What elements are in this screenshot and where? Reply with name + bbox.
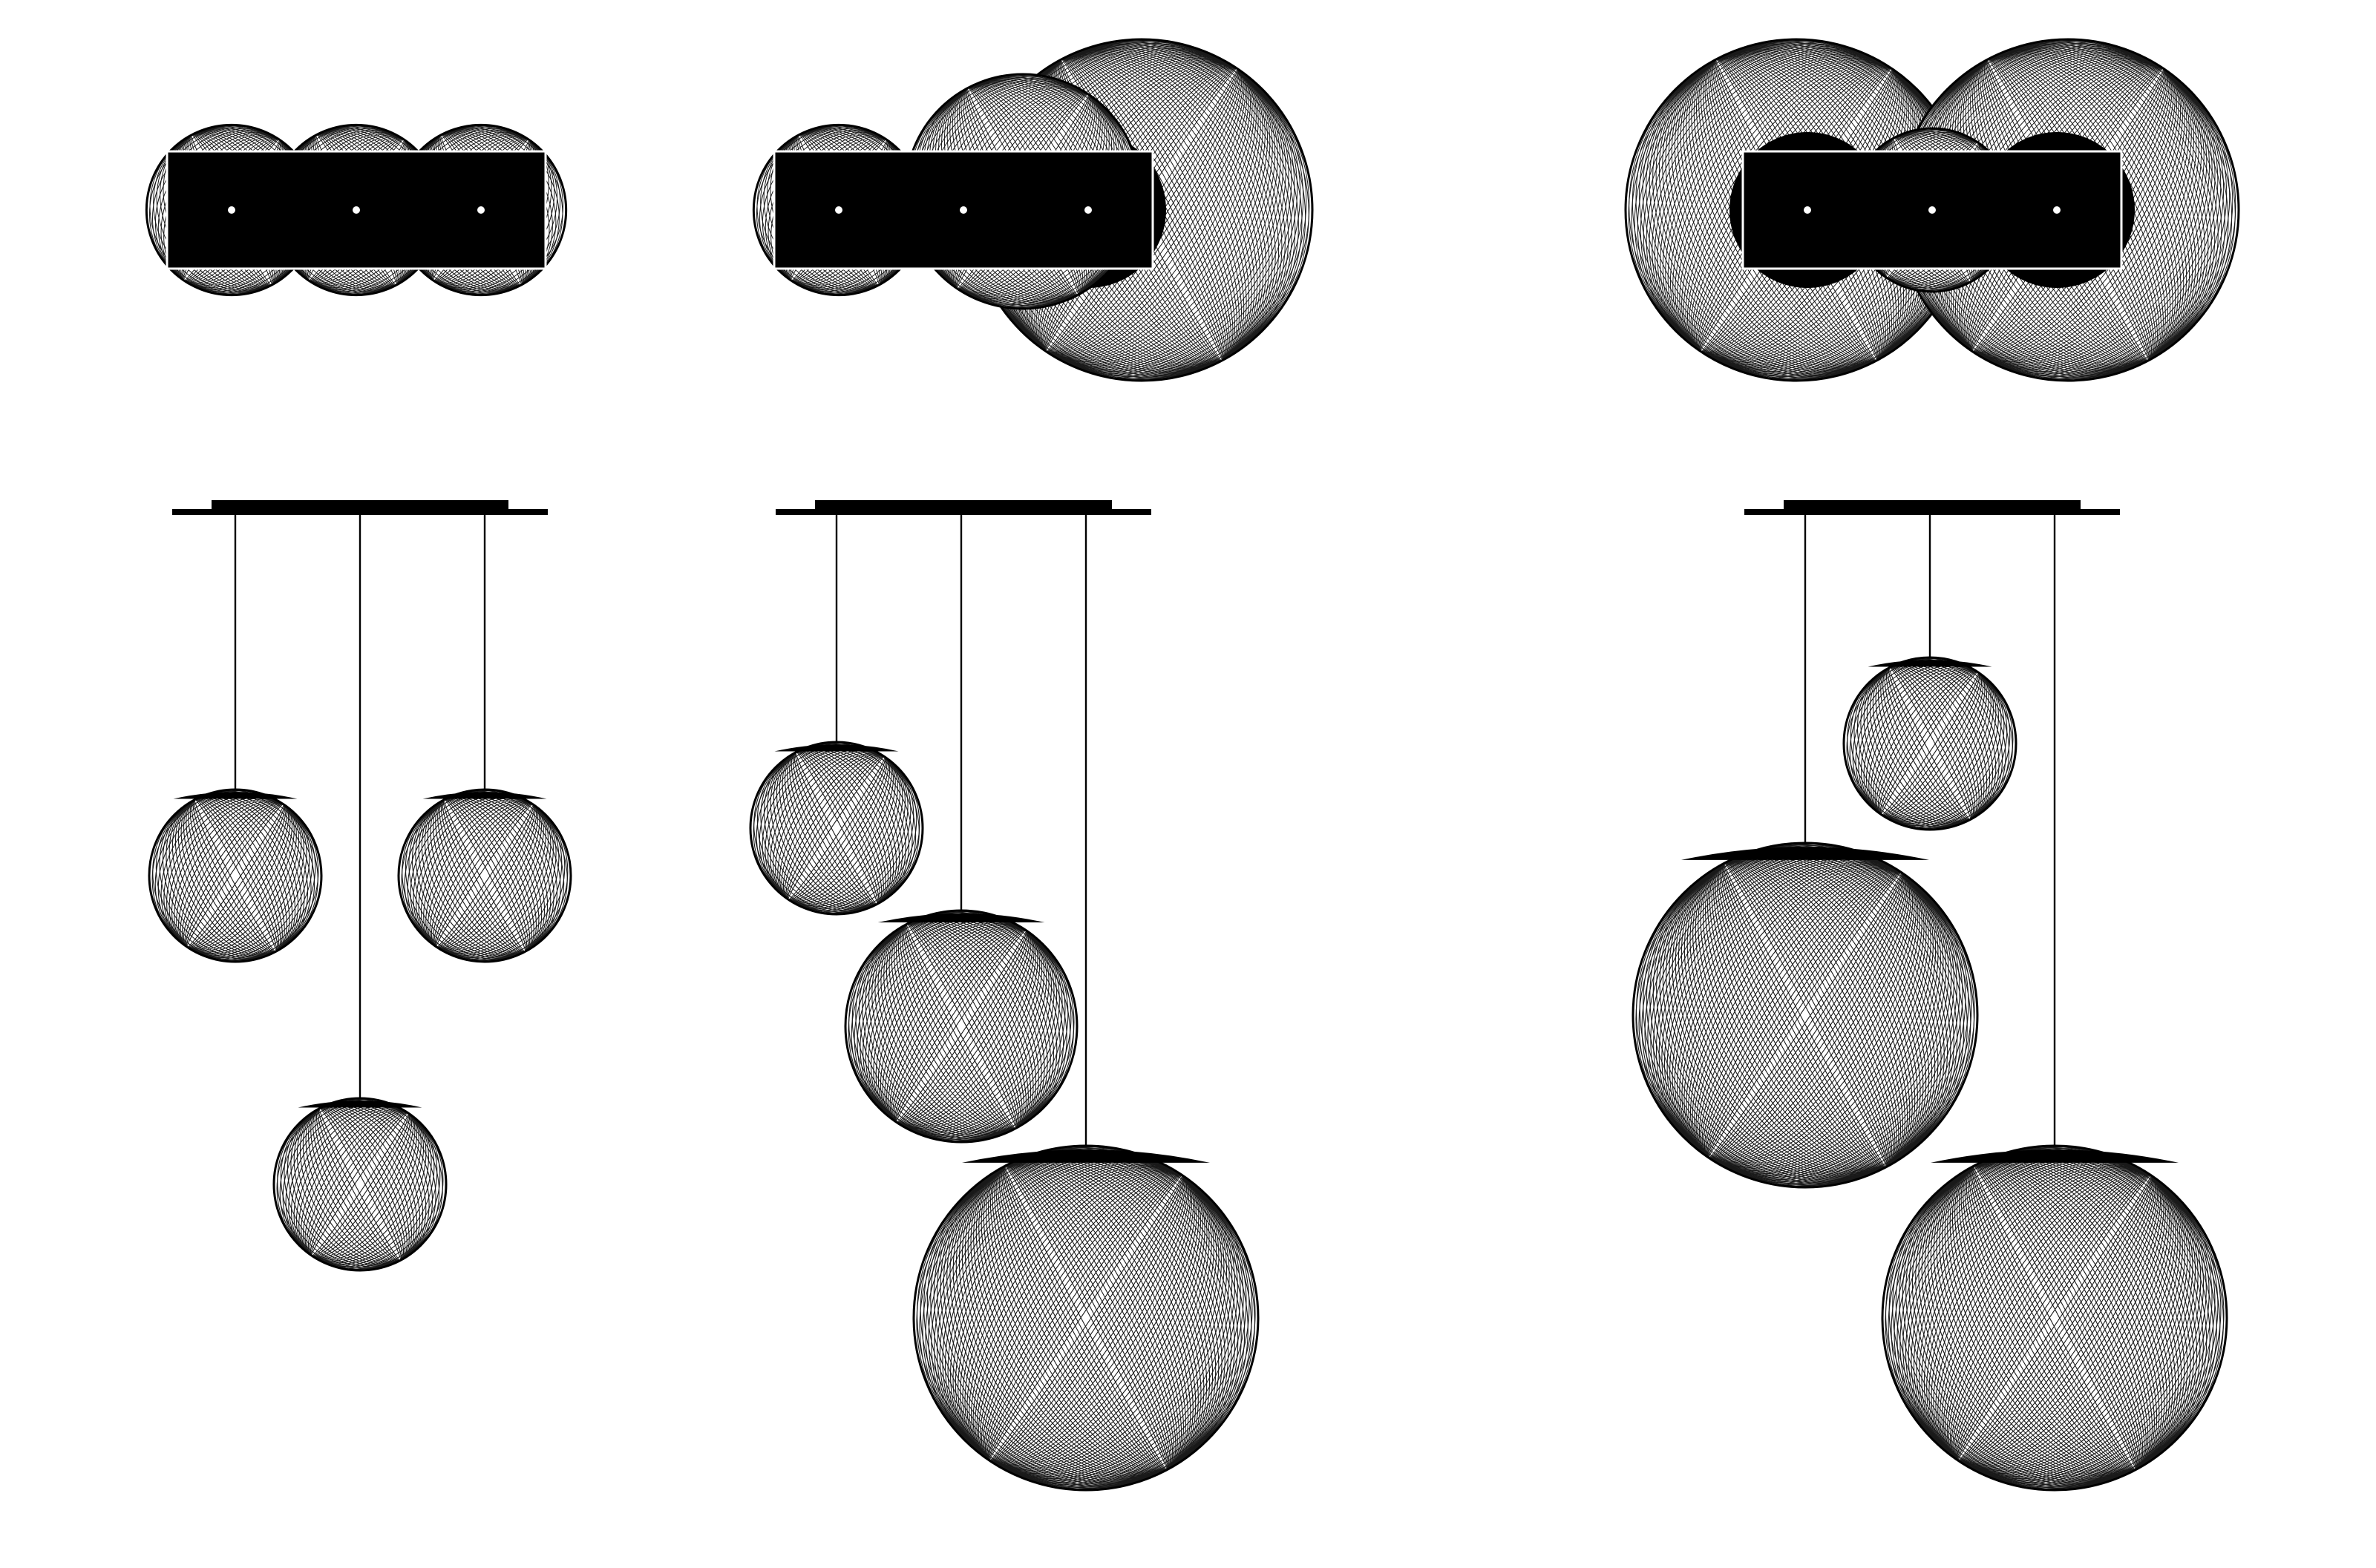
globe-cap-2 <box>1868 660 1992 667</box>
globe-backdrop <box>750 742 923 914</box>
cable-point-2 <box>353 206 360 214</box>
globe-outline <box>1632 842 1979 1189</box>
cable-point-1 <box>835 206 842 214</box>
globe-backdrop <box>274 1098 446 1270</box>
globe-cap-2 <box>877 913 1045 923</box>
ceiling-bar <box>1744 509 2120 515</box>
globe-cap-2 <box>298 1100 422 1108</box>
globe-cap-1 <box>774 744 899 752</box>
globe-cap-1 <box>1680 847 1930 860</box>
pendant-globe-3 <box>397 788 572 963</box>
ceiling-bar <box>776 509 1151 515</box>
elevation-view-three-equal <box>148 500 572 1272</box>
globe-outline <box>148 788 323 963</box>
globe-cap-3 <box>961 1149 1211 1163</box>
pendant-globe-3 <box>1881 1144 2228 1492</box>
plan-view-graduated <box>752 38 1314 382</box>
globe-backdrop <box>1844 657 2016 830</box>
cable-point-1 <box>228 206 235 214</box>
elevation-view-graduated <box>749 500 1260 1492</box>
globe-backdrop <box>149 790 321 962</box>
globe-outline <box>272 1097 448 1272</box>
globe-cap-3 <box>1930 1149 2179 1163</box>
cable-point-2 <box>960 206 967 214</box>
cable-point-3 <box>477 206 485 214</box>
elevation-view-two-large-one-small <box>1632 500 2228 1492</box>
pendant-globe-3 <box>912 1144 1260 1492</box>
globe-cap-1 <box>173 792 298 799</box>
canopy-body <box>212 500 508 511</box>
plan-view-three-equal <box>145 123 568 297</box>
globe-outline <box>397 788 572 963</box>
globe-outline <box>1881 1144 2228 1492</box>
pendant-globe-1 <box>1632 842 1979 1189</box>
pendant-globe-2 <box>272 1097 448 1272</box>
globe-outline <box>1842 656 2017 831</box>
cable-point-3 <box>2053 206 2061 214</box>
pendant-globe-1 <box>749 741 924 916</box>
pendant-globe-2 <box>1842 656 2017 831</box>
globe-backdrop <box>399 790 571 962</box>
globe-outline <box>912 1144 1260 1492</box>
plan-view-two-large-one-small <box>1624 38 2240 382</box>
canopy-body <box>1784 500 2081 511</box>
pendant-globe-2 <box>844 909 1079 1144</box>
cable-point-1 <box>1804 206 1811 214</box>
cable-point-3 <box>1084 206 1092 214</box>
ceiling-bar <box>172 509 548 515</box>
globe-outline <box>749 741 924 916</box>
globe-cap-3 <box>422 792 547 799</box>
cable-point-2 <box>1928 206 1936 214</box>
canopy-body <box>815 500 1112 511</box>
globe-outline <box>844 909 1079 1144</box>
pendant-globe-1 <box>148 788 323 963</box>
